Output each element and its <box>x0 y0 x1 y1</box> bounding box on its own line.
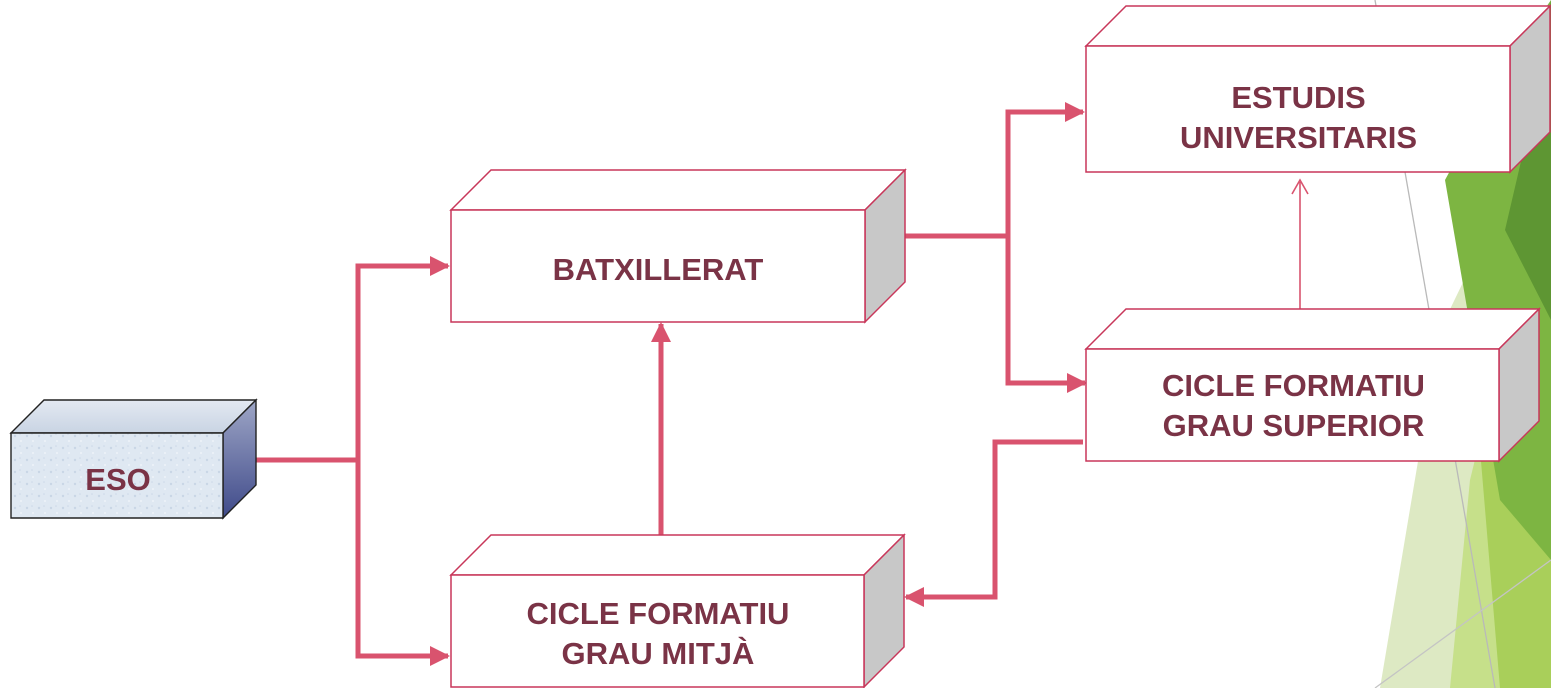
box-cicle-grau-mitja-front-face <box>450 574 865 688</box>
box-cicle-grau-superior-top-face <box>1084 308 1541 350</box>
arrow-cicle-grau-superior-to-cicle-grau-mitja <box>904 439 1083 607</box>
node-label-line: ESTUDIS <box>1231 80 1366 115</box>
box-eso-front-face <box>10 432 224 519</box>
node-label-line: ESO <box>85 462 151 497</box>
box-batxillerat-front-face <box>450 209 866 323</box>
node-label-cicle-grau-superior: CICLE FORMATIU GRAU SUPERIOR <box>1087 366 1500 446</box>
box-estudis-universitaris <box>1084 4 1551 174</box>
node-label-batxillerat: BATXILLERAT <box>452 250 864 290</box>
arrow-eso-to-batxillerat <box>255 256 450 463</box>
box-cicle-grau-mitja <box>449 533 906 689</box>
box-eso-top-face <box>9 399 258 434</box>
box-estudis-universitaris-top-face <box>1084 5 1551 47</box>
node-label-line: UNIVERSITARIS <box>1179 120 1418 155</box>
box-batxillerat <box>449 168 907 324</box>
node-label-line: CICLE FORMATIU <box>1162 368 1425 403</box>
node-label-eso: ESO <box>12 460 224 500</box>
box-cicle-grau-superior <box>1084 307 1541 463</box>
node-label-estudis-universitaris: ESTUDIS UNIVERSITARIS <box>1087 78 1510 158</box>
arrow-eso-to-cicle-grau-mitja <box>355 460 450 666</box>
decor-triangle-darkest <box>1505 0 1551 320</box>
box-cicle-grau-mitja-top-face <box>449 534 906 576</box>
arrowhead-chevron-estudis <box>1291 178 1309 195</box>
node-label-line: GRAU MITJÀ <box>561 636 755 671</box>
arrow-batxillerat-to-estudis-universitaris <box>905 102 1085 239</box>
box-eso <box>9 398 258 520</box>
node-label-line: GRAU SUPERIOR <box>1162 408 1425 443</box>
decor-line-2 <box>1374 559 1551 689</box>
arrow-batxillerat-to-cicle-grau-superior <box>1005 236 1087 393</box>
box-estudis-universitaris-front-face <box>1085 45 1511 173</box>
node-label-line: CICLE FORMATIU <box>526 596 790 631</box>
box-batxillerat-top-face <box>449 169 907 211</box>
node-label-cicle-grau-mitja: CICLE FORMATIU GRAU MITJÀ <box>452 594 864 674</box>
node-label-line: BATXILLERAT <box>552 252 764 287</box>
box-cicle-grau-superior-front-face <box>1085 348 1500 462</box>
